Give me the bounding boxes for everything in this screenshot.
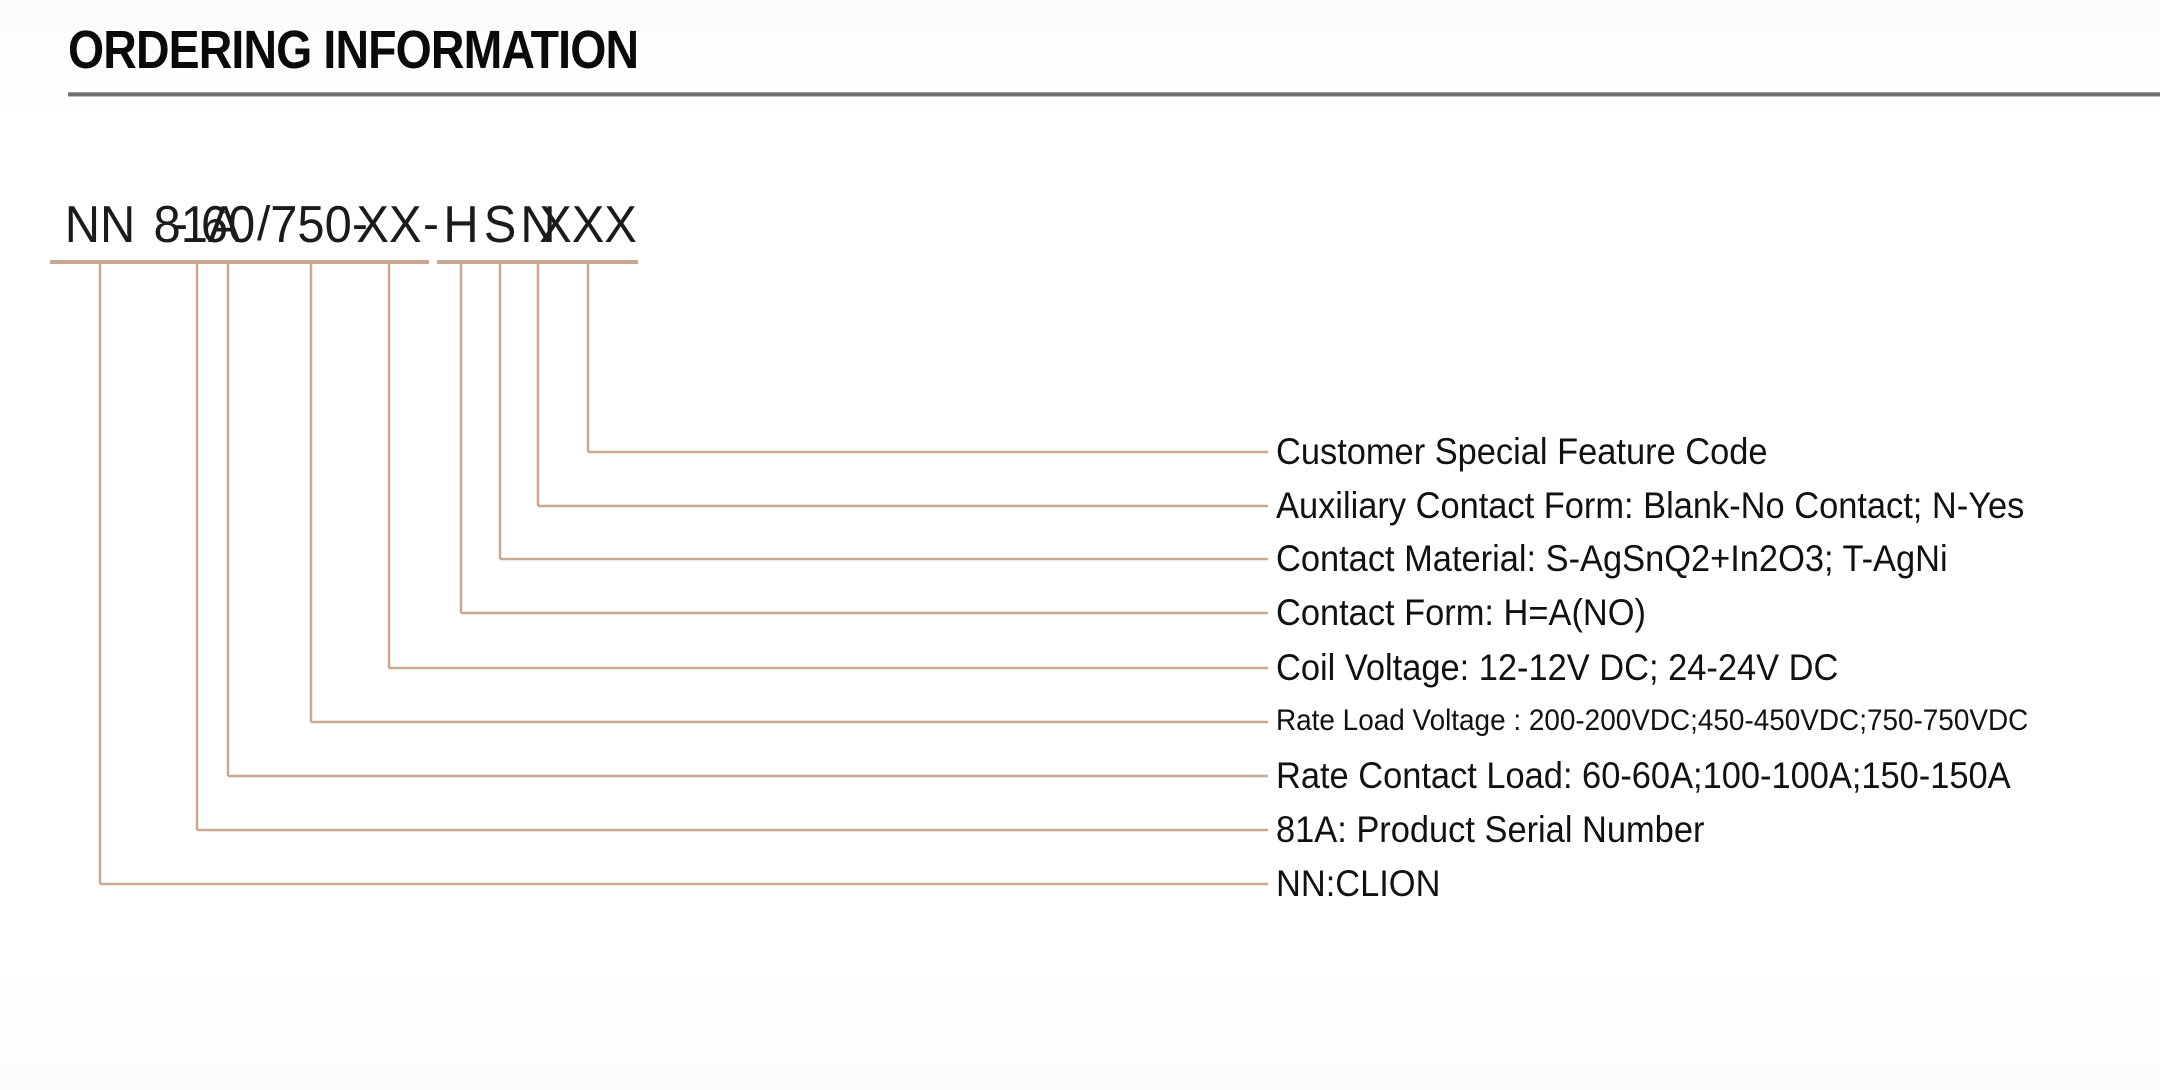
code-separator: - bbox=[423, 198, 439, 251]
callout-label-product-serial-number: 81A: Product Serial Number bbox=[1276, 809, 1705, 850]
code-segment: XXX bbox=[539, 196, 637, 254]
code-separator: - bbox=[352, 198, 368, 251]
header-divider bbox=[68, 92, 2160, 97]
code-segment: 60 bbox=[200, 196, 256, 254]
callout-label-auxiliary-contact-form: Auxiliary Contact Form: Blank-No Contact… bbox=[1276, 485, 2025, 526]
callout-label-coil-voltage: Coil Voltage: 12-12V DC; 24-24V DC bbox=[1276, 647, 1839, 688]
callout-label-brand-code: NN:CLION bbox=[1276, 863, 1441, 904]
callout-label-rate-contact-load: Rate Contact Load: 60-60A;100-100A;150-1… bbox=[1276, 755, 2011, 796]
code-segment: N bbox=[520, 196, 556, 254]
code-segment: S bbox=[483, 196, 517, 254]
code-separator: - bbox=[172, 198, 188, 251]
code-segment: H bbox=[443, 196, 479, 254]
callout-label-rate-load-voltage: Rate Load Voltage : 200-200VDC;450-450VD… bbox=[1276, 704, 2029, 737]
code-segment: NN bbox=[64, 196, 136, 254]
callout-label-contact-material: Contact Material: S-AgSnQ2+In2O3; T-AgNi bbox=[1276, 538, 1948, 579]
page-title: ORDERING INFORMATION bbox=[68, 20, 639, 80]
callout-label-contact-form: Contact Form: H=A(NO) bbox=[1276, 592, 1646, 633]
code-segment: 81A bbox=[153, 196, 241, 254]
callout-label-customer-special-feature-code: Customer Special Feature Code bbox=[1276, 431, 1768, 472]
code-segment: 750 bbox=[270, 196, 352, 254]
code-separator: / bbox=[257, 198, 271, 251]
code-segment: XX bbox=[356, 196, 422, 254]
